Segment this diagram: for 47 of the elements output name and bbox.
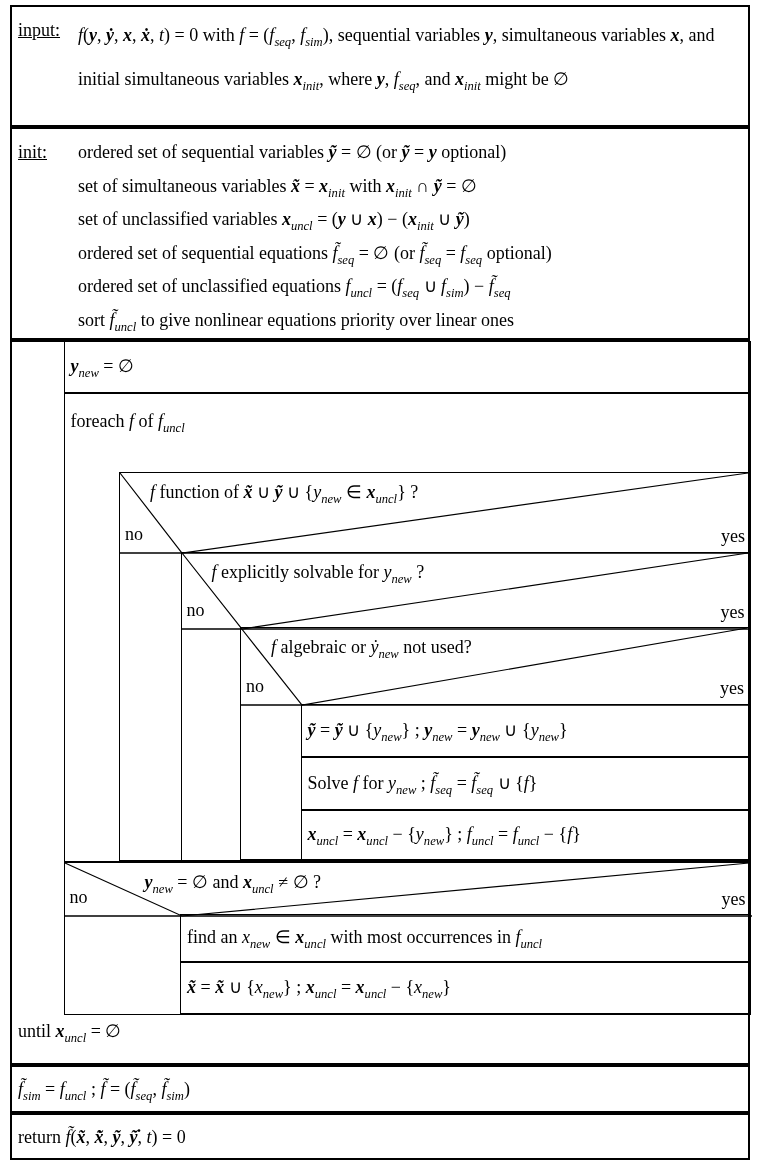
statement-box: [180, 914, 750, 962]
condition-text: y$_{new}$ = ∅ and x$_{uncl}$ ≠ ∅ ?: [144, 870, 321, 898]
statement-text: sort f̃$_{uncl}$ to give nonlinear equations priority over linear ones: [78, 308, 515, 336]
statement-text: set of simultaneous variables x̃ = x$_{init}$ with x$_{init}$ ∩ ỹ = ∅: [78, 174, 477, 202]
statement-text: Solve f for y$_{new}$ ; f̃$_{seq}$ = f̃$_{seq}$ ∪ {f}: [307, 771, 538, 799]
statement-text: find an x$_{new}$ ∈ x$_{uncl}$ with most occurrences in f$_{uncl}$: [187, 926, 543, 953]
statement-text: f(y, ẏ, x, ẋ, t) = 0 with f = (f$_{seq}$, f$_{sim}$), sequential variables y, simultaneous variables x, and initial simultaneous variables x$_{init}$, where y, f$_{seq}$, and x$_{init}$ might be ∅: [78, 24, 716, 95]
statement-text: set of unclassified variables x$_{uncl}$ = (y ∪ x) − (x$_{init}$ ∪ ỹ): [78, 208, 470, 235]
statement-text: ordered set of unclassified equations f$_{uncl}$ = (f$_{seq}$ ∪ f$_{sim}$) − f̃$_{seq}$: [78, 275, 511, 302]
condition-text: f function of x̃ ∪ ỹ ∪ {y$_{new}$ ∈ x$_{uncl}$} ?: [150, 481, 419, 508]
branch-label: yes: [721, 525, 745, 547]
statement-text: y$_{new}$ = ∅: [70, 354, 134, 382]
condition-text: f algebraic or ẏ$_{new}$ not used?: [271, 636, 472, 663]
statement-text: ỹ = ỹ ∪ {y$_{new}$} ; y$_{new}$ = y$_{new}$ ∪ {y$_{new}$}: [307, 718, 568, 746]
section-heading: input:: [18, 19, 60, 41]
branch-label: yes: [720, 600, 745, 623]
branch-label: no: [186, 598, 205, 621]
statement-box: [10, 1113, 750, 1160]
init-box: [10, 127, 750, 340]
branch-label: yes: [720, 677, 744, 699]
branch-label: no: [69, 885, 88, 908]
input-box: [10, 5, 750, 127]
branch-label: no: [125, 523, 143, 545]
statement-text: return f̃(x̃, x̃̇, ỹ, ỹ̇, t) = 0: [18, 1126, 186, 1148]
branch-label: yes: [721, 887, 746, 910]
decision-block: [119, 472, 750, 861]
condition-text: f explicitly solvable for y$_{new}$ ?: [211, 560, 425, 588]
statement-box: [300, 756, 749, 810]
decision-block: [180, 551, 750, 861]
statement-text: ordered set of sequential variables ỹ = ∅ (or ỹ = y optional): [78, 141, 507, 163]
decision-block: [63, 861, 751, 1015]
statement-box: [63, 340, 751, 393]
loop-header-text: foreach f of f$_{uncl}$: [70, 409, 185, 437]
statement-text: f̃$_{sim}$ = f$_{uncl}$ ; f̃ = (f̃$_{seq}$, f̃$_{sim}$): [18, 1078, 190, 1105]
statement-box: [180, 962, 750, 1014]
statement-box: [300, 809, 749, 860]
section-heading: init:: [18, 141, 47, 163]
statement-text: x$_{uncl}$ = x$_{uncl}$ − {y$_{new}$} ; f$_{uncl}$ = f$_{uncl}$ − {f}: [307, 822, 581, 850]
statement-text: x̃ = x̃ ∪ {x$_{new}$} ; x$_{uncl}$ = x$_{uncl}$ − {x$_{new}$}: [187, 976, 451, 1003]
loop-condition-text: until x$_{uncl}$ = ∅: [18, 1020, 122, 1047]
decision-block: [240, 627, 749, 860]
branch-label: no: [246, 675, 264, 697]
statement-box: [10, 1065, 750, 1113]
repeat-loop-block: [10, 340, 750, 1065]
foreach-loop-block: [63, 392, 751, 862]
statement-text: ordered set of sequential equations f̃$_{seq}$ = ∅ (or f̃$_{seq}$ = f$_{seq}$ optional): [78, 241, 552, 269]
statement-box: [300, 703, 749, 757]
